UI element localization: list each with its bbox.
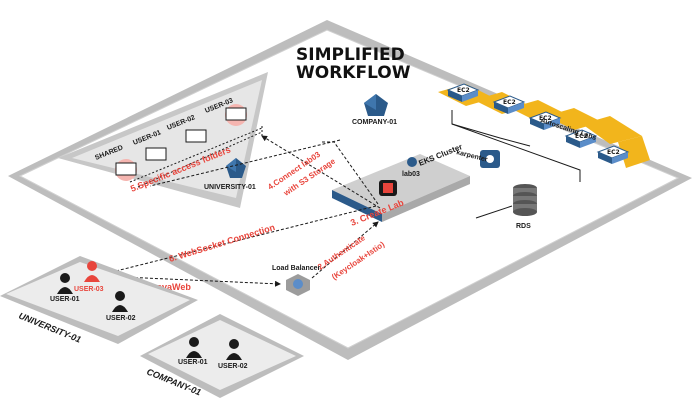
eks-cluster-box	[332, 154, 470, 222]
ec2-lab-chip-label: EC2	[457, 87, 470, 94]
ec2-lab-chip: EC2	[492, 95, 526, 114]
university-user-01-label: USER-01	[50, 296, 80, 303]
university-user-03-label: USER-03	[74, 286, 104, 293]
flow-step-5	[149, 139, 341, 187]
rds-label: RDS	[516, 223, 531, 230]
lab03-icon	[379, 180, 397, 196]
folder-user-03	[225, 104, 247, 126]
university-user-02-label: USER-02	[106, 315, 136, 322]
rds-icon	[513, 184, 537, 216]
university-platform	[0, 256, 198, 344]
ec2-lab-chip-label: EC2	[607, 149, 620, 156]
flow-step-6	[103, 205, 377, 276]
karpenter-links	[451, 110, 581, 182]
university-node-icon	[226, 158, 246, 178]
company-user-01-label: USER-01	[178, 359, 208, 366]
company-node-icon	[364, 94, 388, 116]
ec2-lab-chip: EC2	[564, 129, 598, 148]
title-line-1: SIMPLIFIED	[296, 45, 405, 65]
load-balancer-icon	[286, 274, 310, 296]
user-icon-red	[84, 261, 100, 282]
user-icon	[186, 337, 202, 358]
ec2-lab-chip: EC2	[596, 145, 630, 164]
flow-to-storage	[261, 135, 381, 209]
ec2-lab-chip-label: EC2	[539, 115, 552, 122]
ec2-lab-chip: EC2	[528, 111, 562, 130]
flow-lines	[99, 135, 381, 287]
company-user-02-label: USER-02	[218, 363, 248, 370]
karpenter-icon	[480, 150, 500, 168]
user-icon	[112, 291, 128, 312]
flow-step-2	[311, 221, 379, 279]
company-node-label: COMPANY-01	[352, 119, 397, 126]
ec2-lab-chip: EC2	[446, 83, 480, 102]
user-icon	[57, 273, 73, 294]
ec2-lab-chip-label: EC2	[575, 133, 588, 140]
university-node-label: UNIVERSITY-01	[204, 184, 256, 191]
folder-user-01	[145, 147, 167, 161]
company-platform	[140, 314, 304, 398]
folder-shared	[115, 159, 137, 181]
flow-step-4	[322, 141, 379, 205]
eks-icon	[407, 157, 417, 167]
folder-user-02	[185, 129, 207, 143]
title-line-2: WORKFLOW	[296, 63, 411, 83]
rds-link	[475, 205, 513, 219]
ec2-lab-chip-label: EC2	[503, 99, 516, 106]
load-balancer-label: Load Balancer	[272, 265, 321, 272]
user-icon	[226, 339, 242, 360]
lab03-label: lab03	[402, 171, 420, 178]
